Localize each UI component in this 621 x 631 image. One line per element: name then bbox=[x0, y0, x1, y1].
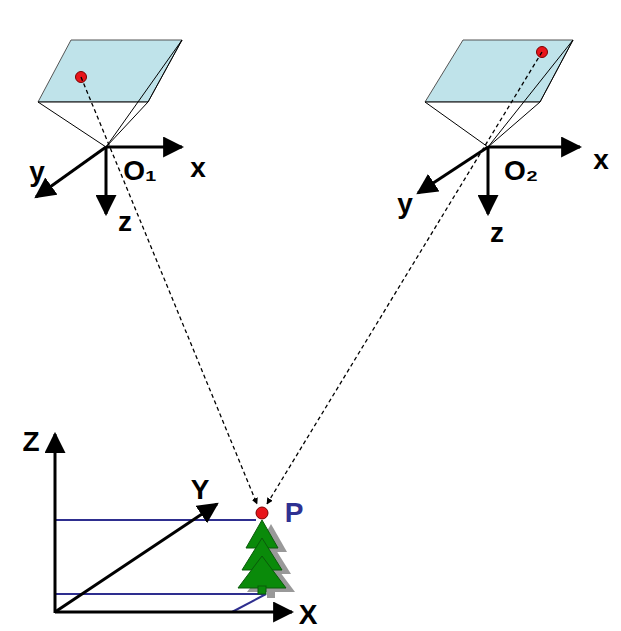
projection-ray bbox=[81, 52, 542, 504]
axis-label: z bbox=[490, 219, 504, 247]
camera-2 bbox=[418, 40, 580, 214]
axis-label: Y bbox=[191, 476, 210, 504]
camera-1 bbox=[36, 40, 182, 214]
axis-label: z bbox=[118, 208, 132, 236]
origin-label: O₁ bbox=[123, 157, 156, 185]
point-label: P bbox=[285, 499, 304, 527]
axis-label: y bbox=[29, 158, 45, 186]
axis-label: x bbox=[190, 154, 206, 182]
axis-label: x bbox=[593, 146, 609, 174]
axis-label: y bbox=[397, 190, 413, 218]
axis-label: Z bbox=[22, 428, 39, 456]
origin-label: O₂ bbox=[504, 157, 538, 185]
axis-label: X bbox=[299, 601, 318, 629]
world-axes bbox=[55, 434, 292, 613]
